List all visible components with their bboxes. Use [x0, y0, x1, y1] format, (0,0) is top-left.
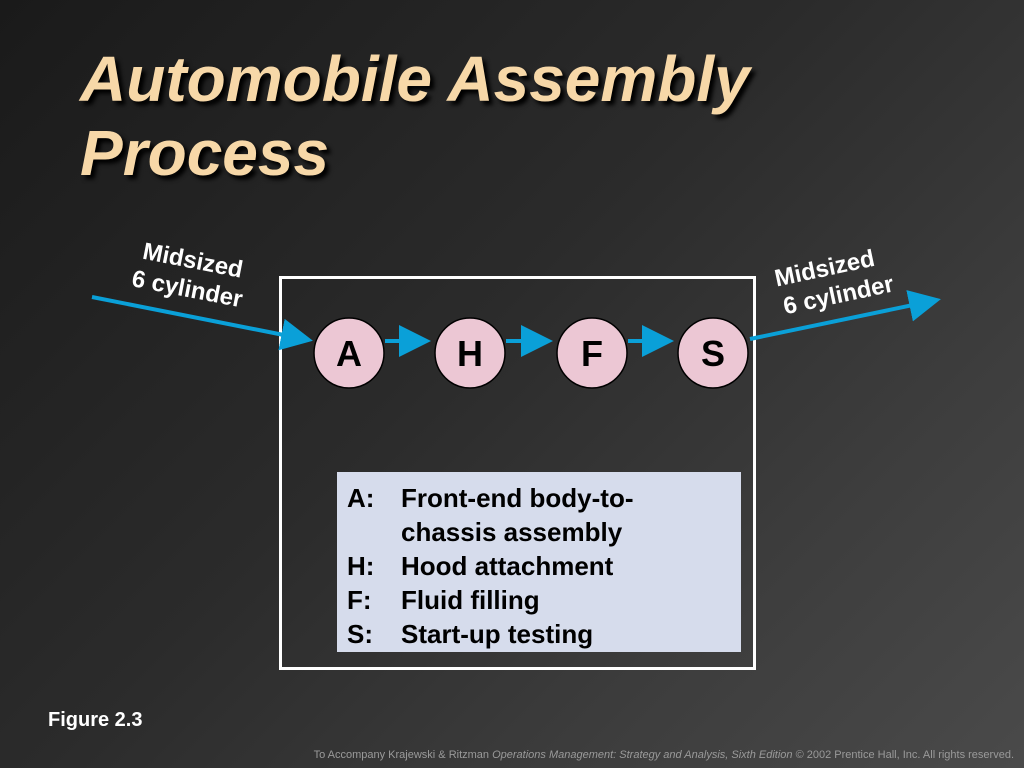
node-a-label: A	[336, 333, 362, 374]
node-s: S	[677, 317, 749, 389]
legend-desc-a: Front-end body-to- chassis assembly	[401, 481, 729, 549]
legend-box: A: Front-end body-to- chassis assembly H…	[337, 472, 741, 652]
input-label: Midsized 6 cylinder	[130, 238, 245, 313]
slide-title: Automobile Assembly Process	[80, 42, 750, 190]
slide-title-line-1: Automobile Assembly	[80, 43, 750, 115]
legend-row-f: F: Fluid filling	[347, 583, 729, 617]
legend-row-a: A: Front-end body-to- chassis assembly	[347, 481, 729, 549]
footer-prefix: To Accompany Krajewski & Ritzman	[313, 749, 493, 761]
legend-key-a: A:	[347, 483, 375, 513]
legend-desc-a-line-2: chassis assembly	[401, 517, 623, 547]
process-boundary-box	[279, 276, 756, 670]
output-arrow	[749, 290, 941, 341]
legend-desc-f: Fluid filling	[401, 585, 540, 615]
legend-desc-s: Start-up testing	[401, 619, 594, 649]
legend-desc-h: Hood attachment	[401, 551, 614, 581]
figure-label: Figure 2.3	[48, 709, 143, 731]
legend-key-f: F:	[347, 585, 372, 615]
copyright-footer: To Accompany Krajewski & Ritzman Operati…	[314, 749, 1014, 761]
node-h-label: H	[457, 333, 483, 374]
legend-key-h: H:	[347, 551, 375, 581]
footer-suffix: © 2002 Prentice Hall, Inc. All rights re…	[792, 749, 1014, 761]
legend-row-s: S: Start-up testing	[347, 617, 729, 651]
input-arrow	[91, 295, 313, 351]
node-h: H	[434, 317, 506, 389]
footer-book-title: Operations Management: Strategy and Anal…	[492, 749, 793, 761]
legend-row-h: H: Hood attachment	[347, 549, 729, 583]
node-f: F	[556, 317, 628, 389]
node-f-label: F	[581, 333, 603, 374]
legend-desc-a-line-1: Front-end body-to-	[401, 483, 634, 513]
legend-key-s: S:	[347, 619, 373, 649]
node-a: A	[313, 317, 385, 389]
slide-title-line-2: Process	[80, 117, 330, 189]
node-s-label: S	[701, 333, 725, 374]
output-label: Midsized 6 cylinder	[772, 245, 896, 320]
